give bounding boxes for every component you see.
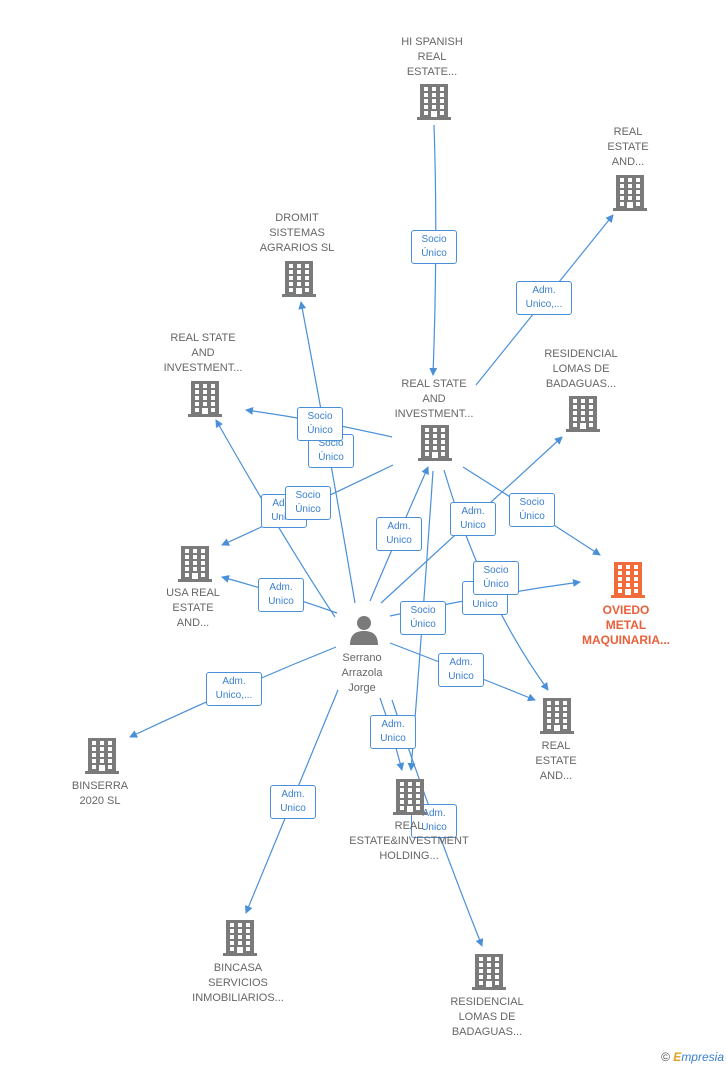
- relation-label[interactable]: Adm. Unico: [438, 653, 484, 687]
- building-icon[interactable]: [282, 260, 316, 298]
- building-icon[interactable]: [223, 919, 257, 957]
- company-name-oviedo[interactable]: OVIEDO METAL MAQUINARIA...: [582, 603, 670, 647]
- relation-label[interactable]: Adm. Unico,...: [516, 281, 572, 315]
- building-icon[interactable]: [611, 561, 645, 599]
- relation-label[interactable]: Socio Único: [297, 407, 343, 441]
- person-name[interactable]: Serrano Arrazola Jorge: [341, 652, 383, 694]
- relation-label[interactable]: Adm. Unico: [270, 785, 316, 819]
- company-name-real-estate-and-top[interactable]: REAL ESTATE AND...: [607, 126, 649, 168]
- building-icon[interactable]: [188, 380, 222, 418]
- building-icon[interactable]: [540, 697, 574, 735]
- building-icon[interactable]: [393, 778, 427, 816]
- relation-label[interactable]: Socio Único: [509, 493, 555, 527]
- relation-label[interactable]: Socio Único: [285, 486, 331, 520]
- relation-label[interactable]: Adm. Unico,...: [206, 672, 262, 706]
- building-icon[interactable]: [418, 424, 452, 462]
- relation-label[interactable]: Socio Único: [473, 561, 519, 595]
- company-name-real-state-mid[interactable]: REAL STATE AND INVESTMENT...: [394, 378, 474, 420]
- company-name-re-holding[interactable]: REAL ESTATE&INVESTMENT HOLDING...: [349, 820, 469, 862]
- company-name-real-state-left[interactable]: REAL STATE AND INVESTMENT...: [163, 332, 243, 374]
- relation-label[interactable]: Adm. Unico: [258, 578, 304, 612]
- edge-line: [215, 419, 336, 618]
- company-name-bincasa[interactable]: BINCASA SERVICIOS INMOBILIARIOS...: [192, 962, 284, 1004]
- relation-label[interactable]: Adm. Unico: [376, 517, 422, 551]
- relation-label[interactable]: Socio Único: [411, 230, 457, 264]
- building-icon[interactable]: [566, 395, 600, 433]
- company-name-residencial-top[interactable]: RESIDENCIAL LOMAS DE BADAGUAS...: [544, 348, 618, 390]
- brand-logo: © Empresia: [661, 1050, 724, 1064]
- building-icon[interactable]: [613, 174, 647, 212]
- company-name-real-estate-and-right[interactable]: REAL ESTATE AND...: [535, 740, 577, 782]
- building-icon[interactable]: [472, 953, 506, 991]
- building-icon[interactable]: [417, 83, 451, 121]
- person-icon[interactable]: [347, 613, 381, 647]
- company-name-residencial-bottom[interactable]: RESIDENCIAL LOMAS DE BADAGUAS...: [450, 996, 524, 1038]
- building-icon[interactable]: [178, 545, 212, 583]
- company-name-binserra[interactable]: BINSERRA 2020 SL: [71, 780, 129, 807]
- company-name-dromit[interactable]: DROMIT SISTEMAS AGRARIOS SL: [259, 212, 335, 254]
- relation-label[interactable]: Adm. Unico: [370, 715, 416, 749]
- relation-label[interactable]: Socio Único: [400, 601, 446, 635]
- company-name-usa[interactable]: USA REAL ESTATE AND...: [166, 587, 220, 629]
- company-name-hi-spanish[interactable]: HI SPANISH REAL ESTATE...: [401, 36, 463, 78]
- building-icon[interactable]: [85, 737, 119, 775]
- relation-label[interactable]: Adm. Unico: [450, 502, 496, 536]
